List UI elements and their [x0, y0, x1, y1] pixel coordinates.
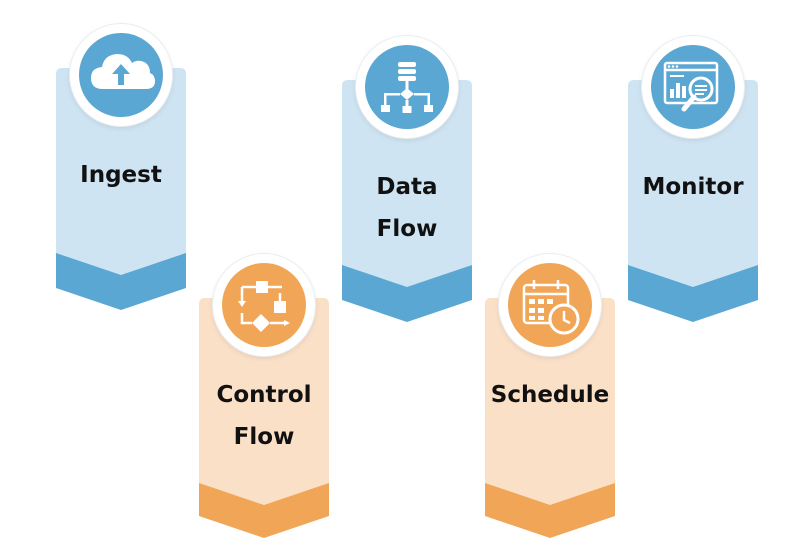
data-flow-banner	[342, 80, 472, 322]
database-flow-icon	[381, 62, 433, 113]
ingest-icon-badge	[70, 24, 172, 126]
monitor-banner	[628, 80, 758, 322]
schedule-label-line-1: Schedule	[490, 382, 610, 408]
control-flow-icon-badge	[213, 254, 315, 356]
data-flow-icon-badge	[356, 36, 458, 138]
data-flow-label-line-2: Flow	[376, 216, 438, 242]
control-flow-banner	[199, 298, 329, 538]
step-label: Control Flow	[199, 374, 329, 458]
ingest-banner	[56, 68, 186, 310]
flowchart-icon	[238, 281, 290, 332]
monitor-icon-badge	[642, 36, 744, 138]
step-label: Ingest	[56, 154, 186, 196]
monitor-label-line-1: Monitor	[642, 174, 744, 200]
monitor-analytics-icon	[663, 61, 719, 112]
data-flow-label-line-1: Data	[376, 174, 438, 200]
schedule-banner	[485, 298, 615, 538]
calendar-clock-icon	[522, 280, 580, 335]
control-flow-label-line-1: Control	[216, 382, 312, 408]
step-label: Data Flow	[342, 166, 472, 250]
schedule-icon-badge	[499, 254, 601, 356]
control-flow-label-line-2: Flow	[233, 424, 295, 450]
cloud-upload-icon	[91, 54, 155, 89]
step-label: Monitor	[628, 166, 758, 208]
step-label: Schedule	[485, 374, 615, 416]
ingest-label-line-1: Ingest	[80, 162, 162, 188]
